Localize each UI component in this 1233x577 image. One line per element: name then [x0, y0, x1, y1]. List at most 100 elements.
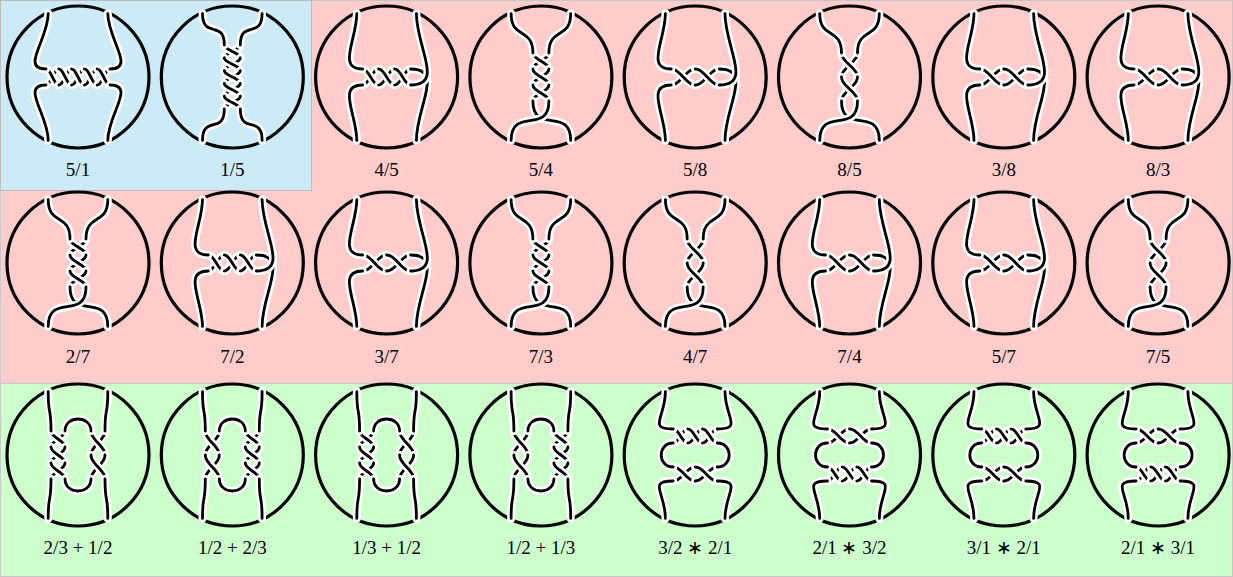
strand-halo: [872, 481, 886, 518]
strand: [1150, 239, 1166, 263]
strand: [91, 455, 105, 479]
strand-halo: [203, 14, 225, 45]
strand-halo: [205, 455, 219, 479]
green-band: [0, 383, 1233, 577]
tangle-diagram: [470, 192, 612, 334]
tangle-circle: [161, 6, 303, 148]
strand: [511, 392, 514, 431]
strand-halo: [1182, 14, 1199, 85]
strand: [105, 392, 108, 431]
strand: [967, 85, 980, 140]
strand-halo: [1121, 85, 1134, 140]
strand-halo: [820, 14, 842, 53]
strand: [842, 77, 858, 101]
strand-halo: [1134, 69, 1158, 85]
fraction-label: 3/1 ∗ 2/1: [967, 538, 1041, 559]
strand: [48, 392, 51, 431]
strand: [658, 14, 671, 69]
tangle-circle: [779, 192, 921, 334]
strand-halo: [205, 455, 219, 479]
strand: [661, 443, 673, 467]
strand: [35, 14, 48, 69]
fraction-label: 8/3: [1146, 160, 1170, 181]
strand: [1004, 255, 1028, 271]
strand-halo: [717, 443, 729, 467]
strand: [568, 479, 571, 518]
strand-halo: [400, 455, 414, 479]
strand: [205, 455, 219, 479]
strand-halo: [1150, 263, 1166, 287]
strand-halo: [665, 287, 703, 326]
strand: [1026, 481, 1040, 518]
strand: [814, 392, 828, 429]
strand-halo: [528, 479, 554, 491]
fraction-label: 1/2 + 2/3: [198, 538, 267, 559]
strand: [1150, 263, 1166, 287]
tangle-circle: [7, 384, 149, 526]
strand: [1180, 392, 1194, 429]
strand-halo: [511, 392, 514, 431]
strand: [968, 392, 982, 429]
strand: [1121, 14, 1134, 69]
strand: [65, 479, 91, 491]
strand: [1150, 263, 1166, 287]
strand: [1150, 239, 1166, 263]
strand-halo: [259, 392, 262, 431]
strand: [671, 69, 695, 85]
strand-halo: [695, 69, 719, 85]
strand: [814, 481, 828, 518]
strand-halo: [980, 69, 1004, 85]
strand: [1180, 481, 1194, 518]
strand-halo: [514, 431, 528, 455]
strand-halo: [1128, 287, 1166, 326]
strand-halo: [349, 271, 362, 326]
strand-halo: [842, 77, 858, 101]
strand: [568, 392, 571, 431]
strand: [414, 479, 417, 518]
strand-halo: [400, 431, 414, 455]
strand-halo: [812, 200, 825, 255]
strand: [1166, 200, 1188, 239]
strand: [1028, 200, 1045, 271]
strand-halo: [411, 14, 428, 85]
strand-halo: [1124, 443, 1136, 467]
fraction-label: 2/7: [66, 347, 90, 368]
strand: [35, 85, 48, 140]
strand: [695, 69, 719, 85]
strand-halo: [240, 14, 262, 45]
strand: [1124, 443, 1136, 467]
fraction-label: 3/2 ∗ 2/1: [658, 538, 732, 559]
strand-halo: [414, 392, 417, 431]
strand: [514, 431, 528, 455]
strand-halo: [687, 263, 703, 287]
strand: [411, 14, 428, 85]
strand-halo: [967, 14, 980, 69]
strand-halo: [717, 481, 731, 518]
strand: [858, 14, 880, 53]
strand-halo: [659, 481, 673, 518]
tangle-diagram: [161, 192, 303, 334]
strand: [400, 431, 414, 455]
strand: [872, 443, 884, 467]
strand-halo: [35, 85, 48, 140]
tangle-circle: [7, 192, 149, 334]
strand: [511, 14, 533, 53]
strand: [717, 443, 729, 467]
strand-halo: [980, 255, 1004, 271]
strand-halo: [658, 14, 671, 69]
strand: [514, 455, 528, 479]
tangle-circle: [624, 384, 766, 526]
strand-halo: [816, 443, 828, 467]
strand-halo: [203, 109, 225, 140]
strand: [1180, 443, 1192, 467]
strand-halo: [108, 14, 121, 69]
strand: [980, 69, 1004, 85]
fraction-label: 5/1: [66, 160, 90, 181]
strand-halo: [814, 392, 828, 429]
strand-halo: [687, 263, 703, 287]
strand: [363, 255, 387, 271]
strand: [874, 200, 891, 271]
fraction-label: 2/3 + 1/2: [44, 538, 113, 559]
strand: [91, 455, 105, 479]
strand-halo: [967, 85, 980, 140]
